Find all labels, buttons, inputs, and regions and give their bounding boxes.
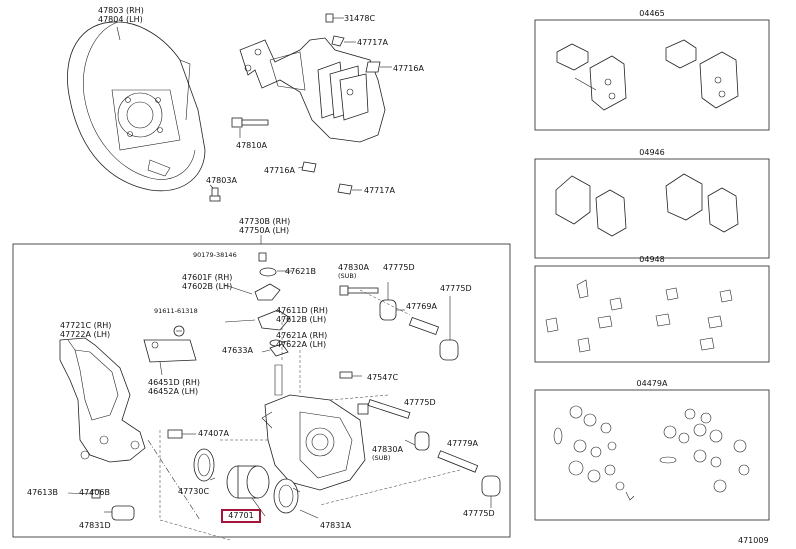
bushing-47621b-drawing <box>259 267 277 277</box>
caliper-body-drawing <box>261 364 366 491</box>
kit-box-04479a <box>534 389 770 521</box>
bolt-47803a-drawing <box>209 184 221 202</box>
bolt-90119-drawing <box>173 325 185 337</box>
assembly-leader-lines <box>147 270 461 541</box>
sleeve-47769a-drawing <box>408 316 440 336</box>
shim-46451d-drawing <box>143 339 197 376</box>
label-47803a: 47803A <box>206 176 237 185</box>
label-47721c: 47721C (RH) 47722A (LH) <box>60 321 112 339</box>
clip-47716a-top-drawing <box>365 61 392 73</box>
piston-47701-drawing <box>226 465 270 499</box>
clip-31478c-drawing <box>325 13 344 23</box>
kit-box-04948 <box>534 265 770 363</box>
label-47716a-bot: 47716A <box>264 166 295 175</box>
kit-04465-parts-drawing <box>556 39 739 111</box>
label-47717a-top: 47717A <box>357 38 388 47</box>
label-47831a: 47831A <box>320 521 351 530</box>
label-47701-highlighted[interactable]: 47701 <box>221 509 261 523</box>
label-47717a-bot: 47717A <box>364 186 395 195</box>
kit-label-04948: 04948 <box>639 255 665 264</box>
boot-47775d-top2-drawing <box>439 296 459 361</box>
label-91611: 91611-61318 <box>154 307 198 315</box>
label-90179: 90179-38146 <box>193 251 237 259</box>
kit-box-04465 <box>534 19 770 131</box>
kit-04946-parts-drawing <box>555 173 739 237</box>
label-47775d-top1: 47775D <box>383 263 415 272</box>
bleeder-47407a-drawing <box>167 429 196 439</box>
clip-47717a-top-drawing <box>331 35 356 47</box>
boot-47633a-drawing <box>269 343 289 357</box>
label-47830a-mid: 47830A (SUB) <box>372 445 403 462</box>
label-47779a: 47779A <box>447 439 478 448</box>
boot-47775d-top1-drawing <box>379 282 397 321</box>
label-47406b: 47406B <box>79 488 110 497</box>
label-47769a: 47769A <box>406 302 437 311</box>
label-47775d-top2: 47775D <box>440 284 472 293</box>
kit-label-04479a: 04479A <box>636 379 668 388</box>
pin-47779a-drawing <box>437 450 479 473</box>
bolt-47613b-drawing <box>67 489 101 499</box>
label-47775d-bot: 47775D <box>463 509 495 518</box>
label-47775d-mid: 47775D <box>404 398 436 407</box>
kit-label-04946: 04946 <box>639 148 665 157</box>
label-47803: 47803 (RH) 47804 (LH) <box>98 6 144 24</box>
label-47407a: 47407A <box>198 429 229 438</box>
kit-label-04465: 04465 <box>639 9 665 18</box>
clip-90179-drawing <box>258 252 267 262</box>
dust-shield-drawing <box>67 21 206 192</box>
seal-47730c-drawing <box>193 448 215 482</box>
label-47611d: 47611D (RH) 47612B (LH) <box>276 306 328 324</box>
bolt-47810a-drawing <box>231 117 269 138</box>
bushing-47406b-drawing <box>104 505 135 521</box>
label-47831d: 47831D <box>79 521 111 530</box>
label-47633a: 47633A <box>222 346 253 355</box>
label-46451d: 46451D (RH) 46452A (LH) <box>148 378 200 396</box>
caliper-support-drawing <box>59 337 146 463</box>
guide-pin-47830a-drawing <box>339 285 379 296</box>
clip-47717a-bot-drawing <box>337 183 362 195</box>
label-31478c: 31478C <box>344 14 376 23</box>
boot-47775d-bot-drawing <box>481 475 501 508</box>
kit-04479a-parts-drawing <box>553 405 750 501</box>
label-47730c: 47730C <box>178 487 210 496</box>
brake-pads-top-drawing <box>317 61 369 121</box>
label-47621a: 47621A (RH) 47622A (LH) <box>276 331 328 349</box>
caliper-assembly-frame <box>12 243 511 538</box>
label-47547c: 47547C <box>367 373 399 382</box>
kit-box-04946 <box>534 158 770 259</box>
label-47730b: 47730B (RH) 47750A (LH) <box>239 217 291 235</box>
bleeder-47547c-drawing <box>339 371 362 379</box>
kit-04948-parts-drawing <box>545 279 733 353</box>
bolt-47830a-mid-drawing <box>357 399 430 451</box>
label-47716a-top: 47716A <box>393 64 424 73</box>
clip-47716a-bot-drawing <box>297 161 317 173</box>
boot-47831a-drawing <box>273 478 319 519</box>
figure-number: 471009 <box>738 536 769 545</box>
label-47613b: 47613B <box>27 488 58 497</box>
label-47830a-top: 47830A (SUB) <box>338 263 369 280</box>
label-47601f: 47601F (RH) 47602B (LH) <box>182 273 233 291</box>
label-47621b: 47621B <box>285 267 316 276</box>
spring-47601f-drawing <box>254 283 281 301</box>
label-47810a: 47810A <box>236 141 267 150</box>
